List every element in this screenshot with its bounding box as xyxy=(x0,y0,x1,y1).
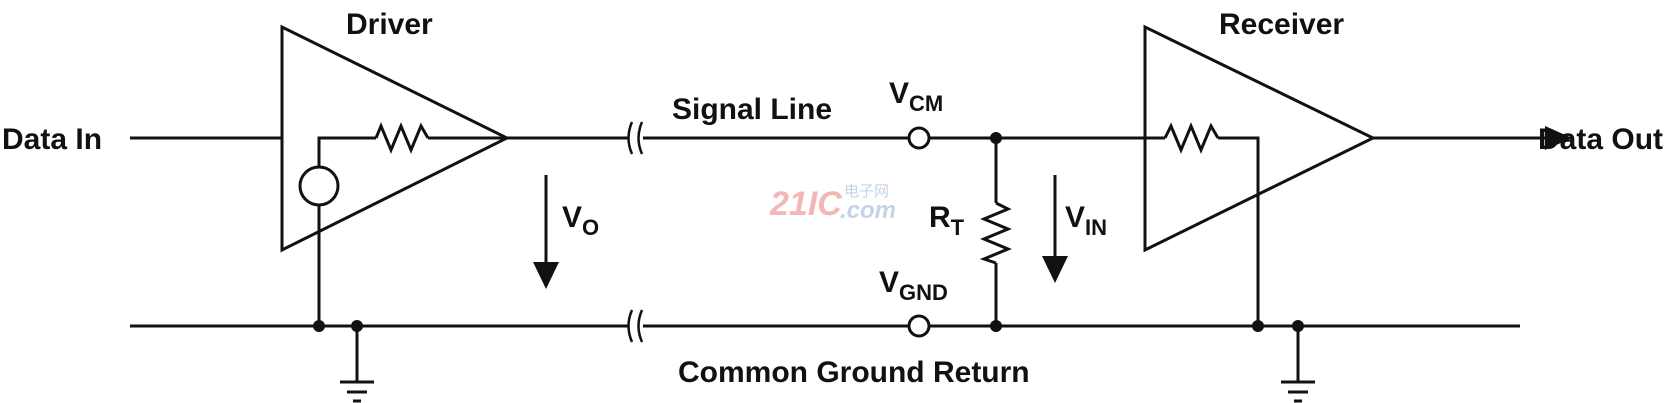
termination-resistor xyxy=(979,132,1012,332)
watermark-chinese: 电子网 xyxy=(844,182,889,200)
common-ground-return-label: Common Ground Return xyxy=(678,356,1030,389)
watermark-brand: 21IC xyxy=(769,185,842,223)
vin-label: VIN xyxy=(1065,201,1107,240)
receiver-amplifier xyxy=(1143,24,1545,326)
driver-amplifier xyxy=(280,24,511,326)
vo-label: VO xyxy=(562,201,599,240)
receiver-ground-icon xyxy=(1252,320,1315,403)
watermark: 21IC .com 电子网 xyxy=(769,182,896,224)
driver-resistor-icon xyxy=(374,122,430,154)
driver-label: Driver xyxy=(346,8,433,41)
receiver-label: Receiver xyxy=(1219,8,1344,41)
data-out-arrow-icon xyxy=(1545,126,1572,150)
vcm-label: VCM xyxy=(889,77,943,116)
rt-label: RT xyxy=(929,201,965,240)
driver-ground-icon xyxy=(313,320,374,403)
data-out-label: Data Out xyxy=(1538,123,1663,156)
vo-arrow-icon xyxy=(533,175,559,289)
driver-source-icon xyxy=(298,165,340,207)
signal-line-label: Signal Line xyxy=(672,93,832,126)
vgnd-label: VGND xyxy=(879,266,948,305)
receiver-resistor-icon xyxy=(1163,122,1220,154)
vgnd-node xyxy=(907,314,931,338)
rt-resistor-icon xyxy=(979,201,1012,265)
signal-line-break-icon xyxy=(627,121,644,155)
vin-arrow-icon xyxy=(1042,175,1068,283)
data-in-label: Data In xyxy=(2,123,102,156)
ground-line-break-icon xyxy=(627,309,644,343)
vcm-node xyxy=(907,126,931,150)
watermark-domain: .com xyxy=(840,197,896,224)
